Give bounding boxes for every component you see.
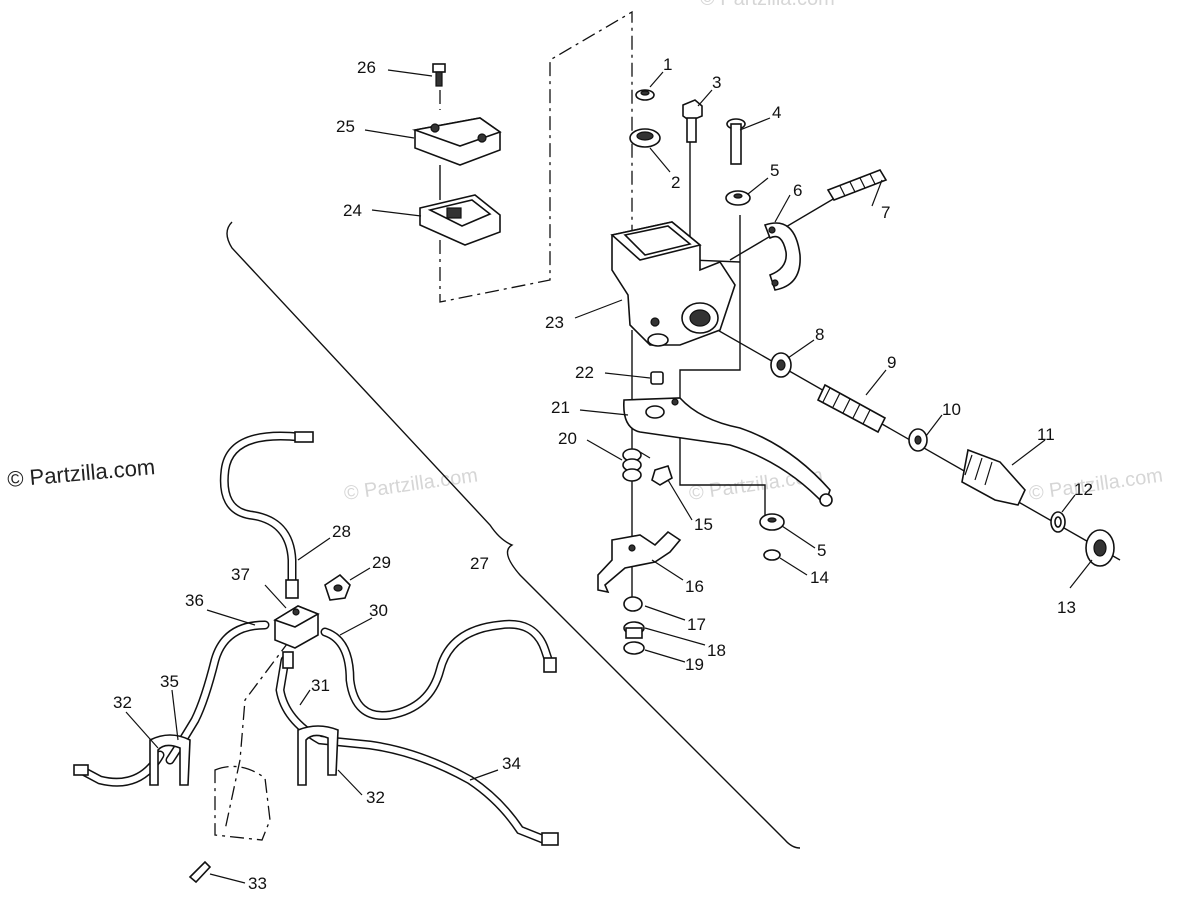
- seal-2: [629, 128, 661, 148]
- bushing-5-lower: [759, 513, 785, 531]
- screw-19: [623, 641, 645, 655]
- callout-9: 9: [887, 353, 896, 372]
- hose-30: [320, 619, 557, 721]
- boot-13: [1085, 529, 1115, 567]
- callout-18: 18: [707, 641, 726, 660]
- bushing-5: [725, 190, 751, 206]
- callout-26: 26: [357, 58, 376, 77]
- clip-32-left: [149, 734, 191, 786]
- hose-35: [73, 750, 165, 787]
- piston-11: [961, 448, 1026, 506]
- master-cylinder-body: [610, 221, 736, 347]
- callout-28: 28: [332, 522, 351, 541]
- hose-28: [219, 431, 314, 599]
- callout-6: 6: [793, 181, 802, 200]
- clip-32-right: [297, 725, 339, 786]
- callout-35: 35: [160, 672, 179, 691]
- copyright-notice: © Partzilla.com: [6, 454, 156, 492]
- frame-fragment: [214, 765, 271, 841]
- bolt-3: [682, 99, 703, 143]
- callout-1: 1: [663, 55, 672, 74]
- subassembly-boundary: [226, 221, 801, 849]
- callout-34: 34: [502, 754, 521, 773]
- bolt-33: [188, 860, 212, 884]
- hose-31: [275, 651, 559, 846]
- callout-2: 2: [671, 173, 680, 192]
- callout-27: 27: [470, 554, 489, 573]
- callout-20: 20: [558, 429, 577, 448]
- callout-15: 15: [694, 515, 713, 534]
- callout-8: 8: [815, 325, 824, 344]
- junction-block-37: [273, 605, 320, 649]
- clamp-6: [763, 222, 801, 291]
- callout-14: 14: [810, 568, 829, 587]
- callout-29: 29: [372, 553, 391, 572]
- callout-13: 13: [1057, 598, 1076, 617]
- callout-31: 31: [311, 676, 330, 695]
- spring-20: [622, 448, 651, 482]
- callout-7: 7: [881, 203, 890, 222]
- bushing-22: [650, 371, 664, 385]
- switch-18: [623, 621, 645, 639]
- callout-32-left: 32: [113, 693, 132, 712]
- callout-23: 23: [545, 313, 564, 332]
- assembly-line: [439, 10, 633, 303]
- banjo-bolt-29: [324, 573, 351, 601]
- washer-8: [770, 352, 792, 378]
- callout-5: 5: [770, 161, 779, 180]
- watermark: © Partzilla.com: [1028, 464, 1165, 505]
- switch-bracket: [597, 530, 682, 594]
- callout-17: 17: [687, 615, 706, 634]
- pin-4: [726, 118, 746, 165]
- callout-37: 37: [231, 565, 250, 584]
- o-ring-12: [1050, 511, 1066, 533]
- reservoir-cover: [411, 117, 502, 166]
- callout-33: 33: [248, 874, 267, 893]
- leader-lines: [125, 69, 1093, 884]
- callout-12: 12: [1074, 480, 1093, 499]
- callout-24: 24: [343, 201, 362, 220]
- callout-10: 10: [942, 400, 961, 419]
- callout-25: 25: [336, 117, 355, 136]
- callout-19: 19: [685, 655, 704, 674]
- nut-14: [763, 549, 781, 561]
- screw-26: [432, 63, 446, 87]
- callout-36: 36: [185, 591, 204, 610]
- callout-4: 4: [772, 103, 781, 122]
- callout-32-right: 32: [366, 788, 385, 807]
- washer-1: [635, 89, 655, 101]
- callout-21: 21: [551, 398, 570, 417]
- nut-15: [651, 465, 673, 486]
- watermark: © Partzilla.com: [343, 464, 480, 505]
- washer-17: [623, 596, 643, 612]
- callout-30: 30: [369, 601, 388, 620]
- callout-5-lower: 5: [817, 541, 826, 560]
- washer-10: [908, 428, 928, 452]
- callout-11: 11: [1037, 425, 1055, 444]
- screw-7: [826, 169, 888, 201]
- callout-22: 22: [575, 363, 594, 382]
- callout-16: 16: [685, 577, 704, 596]
- diaphragm: [419, 194, 501, 246]
- spring-9: [816, 383, 887, 434]
- callout-3: 3: [712, 73, 721, 92]
- brake-lever: [623, 397, 833, 507]
- assembly-line: [224, 639, 291, 831]
- watermark: © Partzilla.com: [700, 0, 835, 10]
